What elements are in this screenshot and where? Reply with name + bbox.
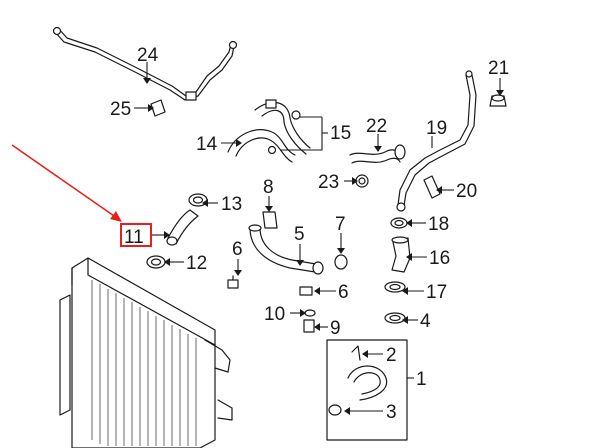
callout-17: 17 — [426, 282, 447, 303]
callout-21: 21 — [488, 58, 509, 79]
part-6-bolt-b — [299, 286, 313, 296]
callout-9: 9 — [330, 318, 341, 339]
part-16-hose — [391, 236, 411, 273]
callout-19: 19 — [426, 118, 447, 139]
radiator — [59, 257, 233, 448]
leader-lines — [134, 62, 504, 415]
part-19-pipe — [396, 70, 477, 212]
part-8-gasket — [262, 211, 278, 229]
callout-25: 25 — [110, 99, 131, 120]
callout-13: 13 — [221, 194, 242, 215]
callout-24: 24 — [137, 45, 159, 66]
callout-3: 3 — [386, 402, 397, 423]
part-20-sensor — [423, 175, 441, 199]
part-9-bolt — [303, 319, 315, 333]
part-14-hose — [227, 99, 311, 163]
part-7-o-ring — [334, 254, 348, 270]
part-11-hose — [166, 209, 199, 246]
callout-2: 2 — [386, 345, 397, 366]
part-12-clamp — [146, 255, 166, 269]
callout-7: 7 — [335, 214, 346, 235]
callout-18: 18 — [428, 214, 449, 235]
part-21-cap — [489, 94, 507, 107]
callout-11: 11 — [124, 227, 144, 248]
part-24-coolant-line — [52, 26, 238, 101]
part-5-pipe — [248, 224, 324, 275]
part-1-group-box — [326, 339, 408, 441]
callout-12: 12 — [186, 253, 207, 274]
part-6-bolt-a — [227, 275, 239, 289]
callout-6-lower: 6 — [338, 282, 349, 303]
part-10-washer — [304, 309, 316, 317]
part-25-clip — [150, 99, 166, 117]
callout-1: 1 — [416, 369, 427, 390]
callout-6-upper: 6 — [232, 239, 243, 260]
callout-10: 10 — [264, 304, 285, 325]
part-18-clamp — [390, 217, 408, 229]
callout-4: 4 — [420, 311, 431, 332]
callout-8: 8 — [263, 177, 274, 198]
callout-22: 22 — [366, 116, 387, 137]
part-17-clamp — [384, 281, 406, 293]
callout-15: 15 — [330, 123, 351, 144]
part-22-hose — [349, 144, 406, 164]
callout-5: 5 — [294, 224, 305, 245]
highlight-box — [120, 223, 152, 247]
callout-23: 23 — [318, 172, 339, 193]
callout-20: 20 — [456, 181, 477, 202]
highlight-arrow — [11, 144, 122, 222]
callout-labels: 24 25 14 15 22 23 19 21 20 18 16 17 4 13… — [110, 45, 509, 423]
callout-14: 14 — [196, 134, 218, 155]
callout-16: 16 — [429, 248, 450, 269]
part-4-clamp — [384, 312, 406, 324]
